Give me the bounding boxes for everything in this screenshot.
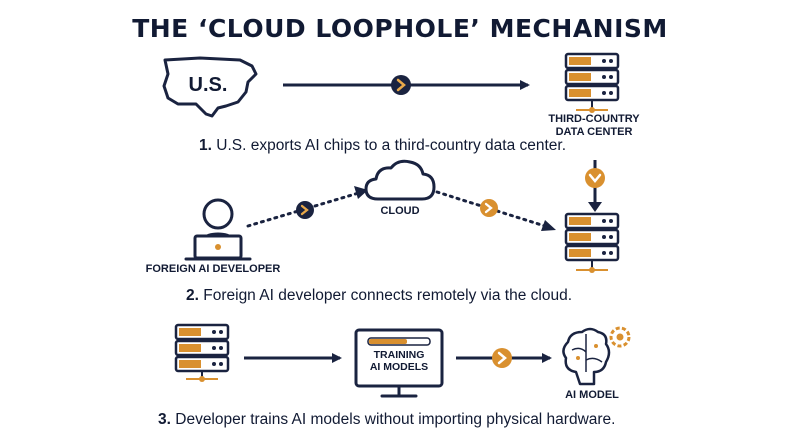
step-number: 3. — [158, 411, 171, 428]
chevron-right-icon — [296, 201, 314, 219]
step2-caption: 2. Foreign AI developer connects remotel… — [186, 287, 572, 305]
server-icon — [564, 212, 620, 273]
step1-caption: 1. U.S. exports AI chips to a third-coun… — [199, 137, 566, 155]
downlink-dotted-arrowhead — [541, 220, 556, 231]
ai-model-label: AI MODEL — [565, 389, 619, 401]
diagram-title: THE ‘CLOUD LOOPHOLE’ MECHANISM — [132, 14, 668, 43]
datacenter-label: THIRD-COUNTRY DATA CENTER — [548, 113, 640, 138]
server-icon — [564, 52, 620, 113]
step-number: 2. — [186, 287, 199, 304]
chevron-right-icon — [480, 199, 498, 217]
step-number: 1. — [199, 137, 212, 154]
downlink-arrowhead — [588, 202, 602, 212]
caption-text: Foreign AI developer connects remotely v… — [203, 287, 573, 304]
caption-text: U.S. exports AI chips to a third-country… — [216, 137, 567, 154]
monitor-icon — [354, 328, 444, 398]
chevron-right-icon — [391, 75, 411, 95]
us-label: U.S. — [188, 74, 228, 96]
brain-gear-icon — [562, 326, 631, 386]
cloud-icon — [364, 159, 436, 201]
monitor-label: TRAINING AI MODELS — [369, 349, 429, 374]
chevron-down-icon — [585, 168, 605, 188]
developer-label: FOREIGN AI DEVELOPER — [145, 263, 281, 275]
chevron-right-icon — [492, 348, 512, 368]
caption-text: Developer trains AI models without impor… — [175, 411, 616, 428]
server-icon — [174, 323, 230, 382]
laptop-user-icon — [184, 198, 252, 261]
usa-map-icon — [162, 56, 258, 118]
uplink-arrowhead — [354, 186, 368, 199]
step3-caption: 3. Developer trains AI models without im… — [158, 411, 616, 429]
cloud-label: CLOUD — [380, 205, 420, 217]
